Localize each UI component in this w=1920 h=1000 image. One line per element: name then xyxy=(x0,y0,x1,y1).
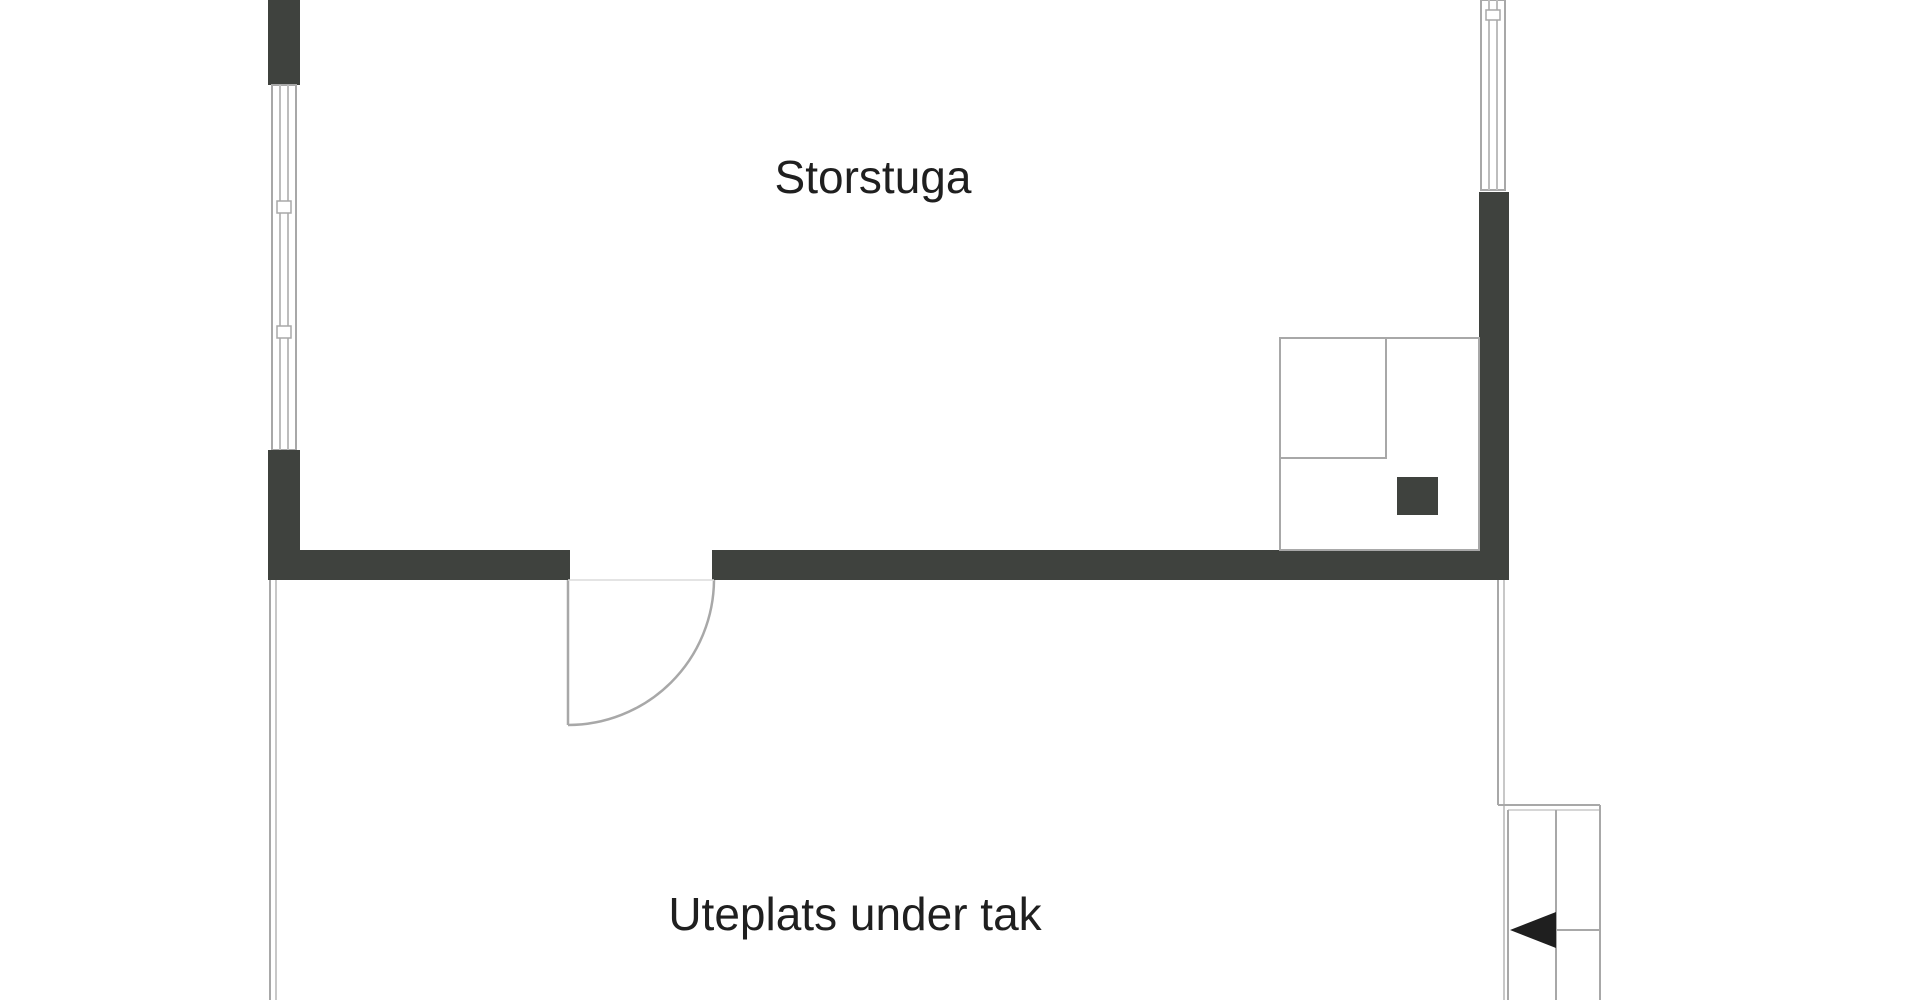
wall-bottom-right xyxy=(712,550,1509,580)
uteplats-label: Uteplats under tak xyxy=(668,888,1042,940)
wall-left-upper xyxy=(268,0,300,85)
wall-right xyxy=(1479,192,1509,580)
window-left xyxy=(271,84,297,451)
door xyxy=(566,579,716,727)
storstuga-room: Storstuga xyxy=(268,0,1509,727)
fireplace-unit xyxy=(1279,337,1480,551)
storstuga-label: Storstuga xyxy=(775,151,972,203)
uteplats-area: Uteplats under tak xyxy=(269,580,1601,1000)
window-right xyxy=(1480,0,1506,191)
wall-bottom-left xyxy=(268,550,570,580)
entrance-steps xyxy=(1498,804,1601,1000)
entry-arrow-icon xyxy=(1510,912,1556,948)
chimney-block xyxy=(1397,477,1438,515)
